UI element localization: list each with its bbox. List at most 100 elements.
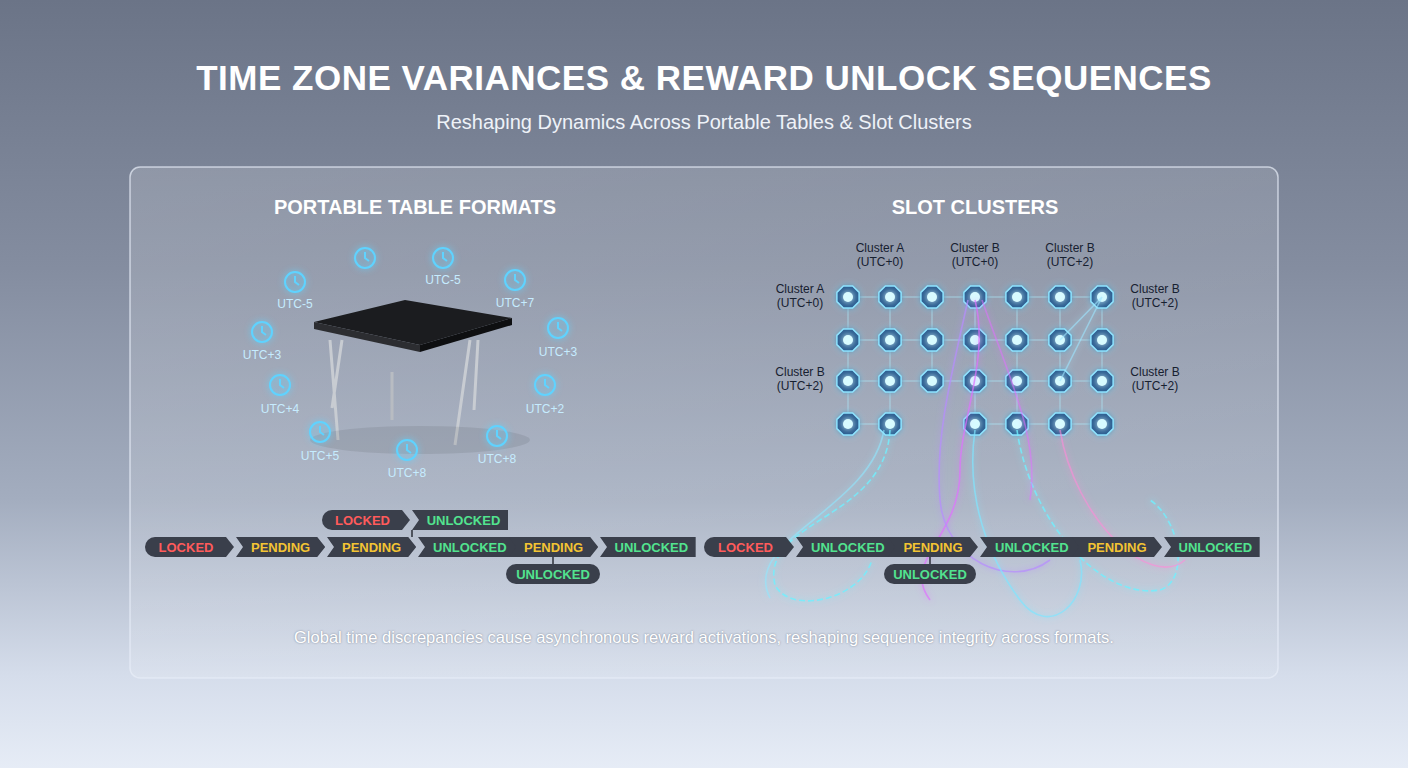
status-pill: LOCKED xyxy=(145,537,234,557)
clock-icon xyxy=(487,426,507,446)
clock-icon xyxy=(310,422,330,442)
slot-glow xyxy=(1012,335,1022,345)
grid-link xyxy=(889,392,890,413)
clock-hands xyxy=(365,252,369,261)
clock-hands xyxy=(443,252,447,261)
clock-hands xyxy=(515,274,519,283)
grid-link xyxy=(974,351,975,370)
slot-glow xyxy=(885,335,895,345)
slot-glow xyxy=(1097,376,1107,386)
subtitle: Reshaping Dynamics Across Portable Table… xyxy=(436,111,971,134)
slot-glow xyxy=(927,292,937,302)
status-pill: UNLOCKED xyxy=(506,564,600,584)
slot-glow xyxy=(1012,376,1022,386)
slot-node xyxy=(837,329,859,351)
slot-node xyxy=(921,329,943,351)
grid-link xyxy=(1101,351,1102,370)
slot-glow xyxy=(885,376,895,386)
cluster-label: Cluster B (UTC+0) xyxy=(938,242,1012,270)
status-text: LOCKED xyxy=(718,540,773,555)
grid-link xyxy=(859,296,879,297)
status-pill: PENDING xyxy=(327,537,416,557)
status-text: UNLOCKED xyxy=(811,540,885,555)
status-pill: PENDING xyxy=(236,537,325,557)
grid-link xyxy=(974,308,975,329)
status-text: UNLOCKED xyxy=(433,540,507,555)
timezone-label: UTC-5 xyxy=(425,273,460,287)
grid-link xyxy=(1028,380,1049,381)
timezone-label: UTC+7 xyxy=(496,296,534,310)
cluster-label: Cluster A (UTC+0) xyxy=(763,283,837,311)
grid-link xyxy=(847,351,848,370)
clock-hands xyxy=(407,444,411,453)
section-heading: PORTABLE TABLE FORMATS xyxy=(274,196,556,219)
status-pill: LOCKED xyxy=(704,537,794,557)
status-pill: PENDING xyxy=(888,537,978,557)
status-pill: PENDING xyxy=(1072,537,1162,557)
slot-glow xyxy=(843,419,853,429)
slot-glow xyxy=(1012,419,1022,429)
grid-link xyxy=(943,380,964,381)
grid-link xyxy=(1071,380,1091,381)
clock-icon xyxy=(270,375,290,395)
timezone-label: UTC+3 xyxy=(539,345,577,359)
portable-table xyxy=(310,300,530,454)
status-pill: UNLOCKED xyxy=(600,537,696,557)
status-pill: UNLOCKED xyxy=(980,537,1084,557)
timezone-label: UTC+2 xyxy=(526,402,564,416)
status-text: PENDING xyxy=(1087,540,1146,555)
cluster-label: Cluster B (UTC+2) xyxy=(763,366,837,394)
grid-link xyxy=(974,392,975,413)
clock-icon xyxy=(252,322,272,342)
status-pill: PENDING xyxy=(509,537,598,557)
grid-link xyxy=(986,380,1006,381)
pill-link xyxy=(412,530,930,564)
grid-link xyxy=(943,339,964,340)
timezone-label: UTC+8 xyxy=(388,466,426,480)
slot-glow xyxy=(1012,292,1022,302)
grid-link xyxy=(931,308,932,329)
grid-link xyxy=(986,296,1006,297)
status-pill: UNLOCKED xyxy=(1164,537,1260,557)
status-text: UNLOCKED xyxy=(893,567,967,582)
timezone-label: UTC-5 xyxy=(277,297,312,311)
grid-link xyxy=(859,380,879,381)
clock-icon xyxy=(433,248,453,268)
flow-lines xyxy=(766,297,1185,617)
clock-icons xyxy=(252,248,568,460)
grid-link xyxy=(1071,296,1091,297)
caption: Global time discrepancies cause asynchro… xyxy=(294,628,1114,647)
status-text: PENDING xyxy=(251,540,310,555)
grid-link xyxy=(901,380,921,381)
section-heading: SLOT CLUSTERS xyxy=(892,196,1059,219)
status-text: PENDING xyxy=(524,540,583,555)
slot-glow xyxy=(843,292,853,302)
clock-hands xyxy=(558,322,562,331)
slot-glow xyxy=(843,335,853,345)
slot-glow xyxy=(927,335,937,345)
slot-node xyxy=(879,329,901,351)
clock-icon xyxy=(397,440,417,460)
timezone-label: UTC+5 xyxy=(301,449,339,463)
clock-hands xyxy=(295,276,299,285)
main-title: TIME ZONE VARIANCES & REWARD UNLOCK SEQU… xyxy=(196,58,1212,98)
grid-link xyxy=(1028,423,1049,424)
panel xyxy=(130,167,1278,678)
slot-node xyxy=(1006,329,1028,351)
timezone-label: UTC+3 xyxy=(243,348,281,362)
grid-link xyxy=(1016,308,1017,329)
grid-link xyxy=(889,351,890,370)
grid-link xyxy=(1028,339,1049,340)
slot-node xyxy=(921,286,943,308)
grid-link xyxy=(931,351,932,370)
slot-node xyxy=(964,329,986,351)
cluster-label: Cluster A (UTC+0) xyxy=(843,242,917,270)
clock-icon xyxy=(505,270,525,290)
slot-glow xyxy=(1097,335,1107,345)
clock-hands xyxy=(497,430,501,439)
grid-link xyxy=(859,423,879,424)
status-text: UNLOCKED xyxy=(1179,540,1253,555)
timezone-label: UTC+8 xyxy=(478,452,516,466)
grid-link xyxy=(1059,392,1060,413)
cluster-label: Cluster B (UTC+2) xyxy=(1033,242,1107,270)
